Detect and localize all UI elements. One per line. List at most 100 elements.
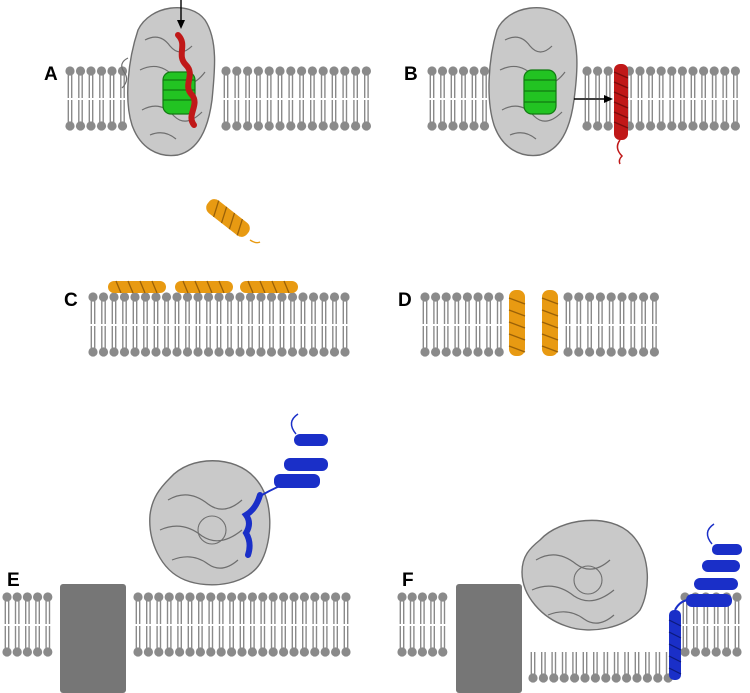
lipid	[133, 592, 143, 657]
panel-d: D	[398, 290, 660, 357]
lipid	[224, 292, 235, 357]
blue-domain-f	[668, 523, 742, 680]
lipid	[479, 66, 490, 131]
lipid	[119, 292, 130, 357]
lipid	[2, 592, 12, 657]
panel-b: B	[404, 6, 741, 165]
membrane-c	[88, 292, 350, 357]
lipid	[299, 592, 309, 657]
membrane-anchor-block-f	[456, 584, 522, 693]
lipid	[279, 592, 289, 657]
lipid	[43, 592, 53, 657]
lipid	[646, 66, 656, 131]
lipid	[266, 292, 277, 357]
membrane-f-left	[397, 592, 448, 657]
lipid	[341, 592, 351, 657]
lipid	[428, 592, 438, 657]
lipid	[232, 66, 242, 131]
lipid	[528, 652, 538, 683]
signal-helix-red-b	[613, 64, 629, 165]
panel-label-a: A	[44, 64, 58, 85]
lipid	[606, 292, 616, 357]
lipid	[154, 592, 164, 657]
lipid	[98, 292, 109, 357]
amphipathic-helix-c2	[175, 280, 233, 294]
lipid	[237, 592, 247, 657]
lipid	[161, 292, 172, 357]
lipid	[639, 292, 649, 357]
lipid	[653, 652, 663, 683]
lipid	[297, 66, 307, 131]
lipid	[603, 66, 613, 131]
panel-label-e: E	[7, 570, 20, 591]
lipid	[709, 66, 719, 131]
lipid	[361, 66, 371, 131]
lipid	[298, 292, 308, 357]
lipid	[667, 66, 677, 131]
lipid	[720, 66, 730, 131]
lipid	[264, 66, 274, 131]
lipid	[420, 292, 430, 357]
membrane-anchor-block-e	[60, 584, 126, 693]
lipid	[595, 292, 606, 357]
lipid	[164, 592, 174, 657]
lipid	[203, 292, 214, 357]
lipid	[452, 292, 462, 357]
lipid	[140, 292, 151, 357]
soluble-helix-c	[206, 199, 261, 244]
membrane-a-left	[65, 66, 128, 131]
lipid	[289, 592, 299, 657]
membrane-d-left	[420, 292, 504, 357]
panel-label-b: B	[404, 64, 418, 85]
lipid	[182, 292, 193, 357]
lipid	[448, 66, 458, 131]
lipid	[473, 292, 483, 357]
lipid	[628, 292, 638, 357]
lipid	[287, 292, 298, 357]
globular-protein-e	[149, 460, 271, 586]
lipid	[329, 66, 339, 131]
lipid	[417, 592, 427, 657]
lipid	[593, 66, 603, 131]
lipid	[590, 652, 601, 683]
lipid	[195, 592, 205, 657]
lipid	[559, 652, 569, 683]
lipid	[96, 66, 107, 131]
panel-f: F	[397, 519, 742, 693]
insertion-arrow-b	[574, 95, 613, 103]
lipid	[307, 66, 317, 131]
lipid	[130, 292, 140, 357]
amphipathic-helix-c3	[240, 280, 298, 294]
lipid	[193, 292, 203, 357]
lipid	[206, 592, 216, 657]
lipid	[88, 292, 98, 357]
lipid	[86, 66, 96, 131]
lipid	[397, 592, 407, 657]
pore-helix-d2	[541, 290, 559, 356]
lipid	[151, 292, 161, 357]
lipid	[642, 652, 653, 683]
lipid	[216, 592, 226, 657]
lipid	[221, 66, 231, 131]
lipid	[107, 66, 117, 131]
lipid	[699, 66, 709, 131]
membrane-f-right-lower	[528, 652, 673, 683]
lipid	[635, 66, 645, 131]
lipid	[256, 292, 266, 357]
lipid	[549, 652, 559, 683]
panel-label-f: F	[402, 570, 414, 591]
lipid	[351, 66, 361, 131]
lipid	[227, 592, 237, 657]
membrane-e-left	[2, 592, 53, 657]
lipid	[617, 292, 627, 357]
lipid	[656, 66, 666, 131]
lipid	[235, 292, 245, 357]
lipid	[277, 292, 287, 357]
lipid	[185, 592, 195, 657]
lipid	[431, 292, 441, 357]
membrane-d-right	[563, 292, 660, 357]
panel-e: E	[2, 413, 351, 693]
lipid	[268, 592, 278, 657]
panel-label-d: D	[398, 290, 412, 311]
